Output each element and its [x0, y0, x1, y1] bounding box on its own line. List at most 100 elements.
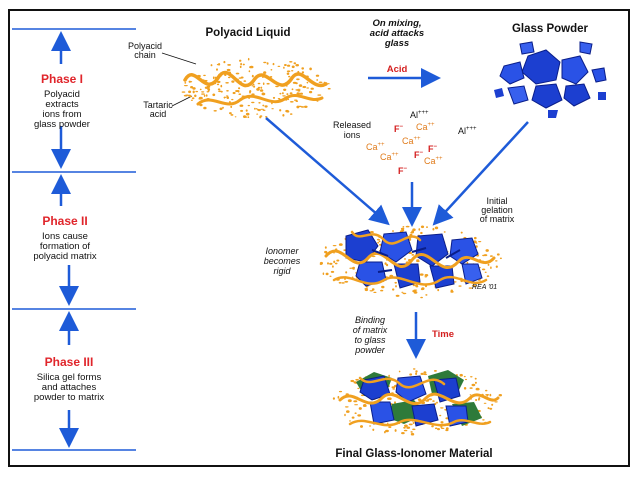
tartaric-acid-dot: [398, 370, 401, 373]
tartaric-acid-dot: [478, 397, 481, 400]
phase-3-title: Phase III: [45, 355, 94, 369]
ion-al: Al+++: [458, 126, 477, 136]
tartaric-acid-dot: [450, 289, 453, 292]
tartaric-acid-dot: [373, 291, 377, 293]
tartaric-acid-dot: [216, 63, 220, 66]
tartaric-acid-dot: [316, 79, 319, 81]
tartaric-acid-dot: [242, 63, 245, 66]
tartaric-acid-dot: [201, 93, 205, 95]
tartaric-acid-dot: [475, 387, 480, 391]
tartaric-acid-dot: [260, 86, 263, 89]
tartaric-acid-dot: [412, 368, 416, 370]
tartaric-acid-dot: [392, 388, 396, 390]
tartaric-acid-dot: [376, 238, 380, 241]
tartaric-acid-dot: [251, 101, 255, 104]
tartaric-acid-dot: [495, 260, 498, 262]
tartaric-acid-dot: [183, 85, 188, 87]
tartaric-acid-dot: [489, 393, 492, 397]
tartaric-acid-dot: [225, 82, 229, 84]
tartaric-acid-dot: [194, 94, 197, 98]
tartaric-acid-dot: [420, 288, 424, 291]
initial-gelation-label: gelation: [481, 205, 513, 215]
ionomer-rigid-label: Ionomer: [265, 246, 299, 256]
tartaric-acid-dot: [357, 387, 360, 390]
tartaric-acid-dot: [285, 109, 289, 113]
tartaric-acid-dot: [355, 378, 359, 381]
tartaric-acid-dot: [319, 261, 323, 265]
tartaric-acid-dot: [336, 259, 340, 262]
tartaric-acid-dot: [287, 64, 291, 67]
ionomer-rigid-label: becomes: [264, 256, 301, 266]
tartaric-acid-dot: [420, 225, 425, 229]
phase-3-line: Silica gel forms: [37, 372, 102, 383]
tartaric-acid-dot: [402, 226, 405, 228]
glass-particle: [548, 110, 558, 118]
tartaric-acid-dot: [258, 102, 261, 104]
tartaric-acid-dot: [388, 426, 392, 428]
tartaric-acid-dot: [234, 116, 237, 118]
tartaric-acid-dot: [344, 406, 349, 408]
tartaric-acid-dot: [416, 259, 420, 262]
tartaric-acid-dot: [309, 67, 312, 71]
gelation-cluster: [319, 225, 502, 299]
tartaric-acid-dot: [425, 294, 428, 296]
tartaric-acid-dot: [426, 226, 428, 229]
tartaric-acid-dot: [279, 109, 282, 112]
tartaric-acid-dot: [410, 432, 415, 436]
tartaric-acid-dot: [284, 64, 287, 66]
tartaric-acid-dot: [403, 429, 408, 432]
tartaric-acid-dot: [263, 61, 267, 64]
tartaric-acid-dot: [436, 401, 438, 404]
tartaric-acid-dot: [333, 260, 336, 264]
tartaric-acid-dot: [385, 429, 389, 433]
ion-ca: Ca++: [402, 136, 421, 146]
tartaric-acid-dot: [239, 65, 242, 69]
tartaric-acid-dot: [275, 85, 279, 88]
glass-particle: [561, 55, 589, 85]
tartaric-acid-dot: [471, 284, 474, 286]
tartaric-acid-dot: [420, 296, 423, 299]
tartaric-acid-dot: [203, 74, 206, 77]
tartaric-acid-dot: [495, 265, 498, 268]
tartaric-acid-dot: [490, 266, 492, 270]
tartaric-acid-dot: [474, 381, 477, 384]
tartaric-acid-dot: [362, 404, 367, 407]
tartaric-acid-dot: [223, 60, 226, 64]
tartaric-acid-dot: [219, 107, 223, 111]
tartaric-acid-dot: [238, 77, 242, 79]
tartaric-acid-dot: [257, 86, 261, 89]
tartaric-acid-dot: [277, 65, 281, 67]
tartaric-acid-dot: [270, 69, 273, 71]
tartaric-acid-dot: [491, 403, 494, 406]
tartaric-acid-dot: [402, 229, 405, 232]
glass-particle: [591, 67, 607, 83]
tartaric-acid-dot: [185, 94, 189, 96]
tartaric-acid-dot: [190, 99, 193, 102]
tartaric-acid-dot: [206, 85, 211, 89]
tartaric-acid-dot: [386, 422, 389, 424]
polyacid-chain: [183, 70, 328, 88]
flow-arrow-from-polyacid: [265, 117, 390, 226]
tartaric-acid-dot: [301, 71, 305, 74]
tartaric-acid-dot: [334, 262, 338, 265]
tartaric-acid-dot: [469, 394, 472, 396]
tartaric-acid-dot: [395, 294, 400, 297]
initial-gelation-label: of matrix: [480, 214, 515, 224]
tartaric-acid-dot: [445, 427, 449, 430]
tartaric-acid-dot: [415, 372, 418, 376]
tartaric-acid-dot: [322, 272, 325, 276]
tartaric-acid-dot: [332, 265, 334, 268]
tartaric-acid-dot: [190, 86, 194, 89]
phase-1-line: glass powder: [34, 119, 90, 130]
tartaric-acid-dot: [434, 402, 437, 406]
tartaric-acid-dot: [220, 90, 223, 93]
tartaric-acid-dot: [415, 285, 419, 288]
tartaric-acid-dot: [404, 424, 408, 428]
tartaric-acid-dot: [344, 280, 349, 283]
tartaric-acid-dot: [212, 93, 216, 97]
ion-f: F−: [398, 166, 408, 176]
tartaric-acid-dot: [349, 420, 351, 422]
tartaric-acid-dot: [410, 431, 413, 433]
tartaric-acid-dot: [351, 416, 355, 419]
tartaric-acid-dot: [329, 275, 332, 277]
